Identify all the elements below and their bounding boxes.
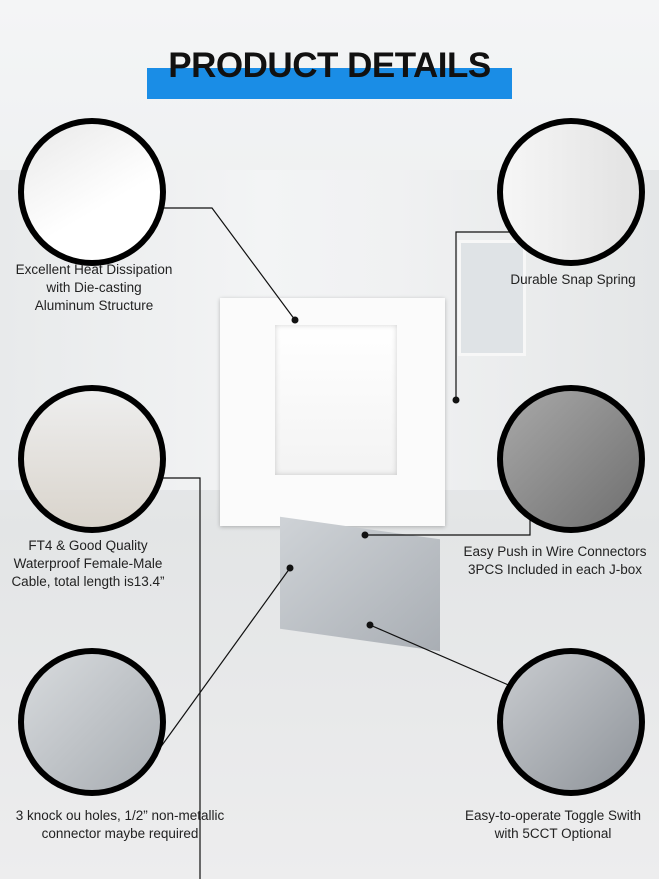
- detail-circle-toggle: [497, 648, 645, 796]
- caption-line: 3 knock ou holes, 1/2” non-metallic: [15, 808, 225, 823]
- caption-line: Cable, total length is13.4”: [11, 574, 165, 589]
- background-window: [458, 240, 526, 356]
- leader-connectors: [365, 520, 531, 536]
- caption-line: Excellent Heat Dissipation: [15, 262, 173, 277]
- caption-knockout: 3 knock ou holes, 1/2” non-metallic conn…: [0, 807, 240, 843]
- caption-line: Aluminum Structure: [34, 298, 154, 313]
- caption-heat: Excellent Heat Dissipation with Die-cast…: [0, 261, 188, 315]
- leader-toggle: [369, 624, 521, 691]
- leader-knockout: [159, 567, 291, 749]
- caption-line: connector maybe required: [41, 826, 199, 841]
- caption-cable: FT4 & Good Quality Waterproof Female-Mal…: [0, 537, 176, 591]
- caption-line: 3PCS Included in each J-box: [467, 562, 643, 577]
- caption-line: Waterproof Female-Male: [13, 556, 163, 571]
- caption-line: Durable Snap Spring: [510, 272, 636, 287]
- detail-circle-cable: [18, 385, 166, 533]
- leader-heat: [160, 207, 296, 321]
- detail-circle-heat: [18, 118, 166, 266]
- leader-cable: [160, 477, 201, 879]
- caption-connectors: Easy Push in Wire Connectors 3PCS Includ…: [450, 543, 659, 579]
- caption-line: Easy Push in Wire Connectors: [463, 544, 647, 559]
- caption-line: with Die-casting: [46, 280, 142, 295]
- caption-spring: Durable Snap Spring: [490, 271, 656, 289]
- caption-toggle: Easy-to-operate Toggle Swith with 5CCT O…: [448, 807, 658, 843]
- caption-line: Easy-to-operate Toggle Swith: [464, 808, 642, 823]
- title-bar: [147, 68, 512, 99]
- detail-circle-knockout: [18, 648, 166, 796]
- leader-spring: [455, 231, 510, 400]
- led-panel-light: [220, 298, 445, 526]
- caption-line: with 5CCT Optional: [494, 826, 612, 841]
- detail-circle-connectors: [497, 385, 645, 533]
- led-lens: [275, 325, 397, 475]
- page-title: PRODUCT DETAILS: [168, 46, 491, 85]
- caption-line: FT4 & Good Quality: [28, 538, 148, 553]
- detail-circle-spring: [497, 118, 645, 266]
